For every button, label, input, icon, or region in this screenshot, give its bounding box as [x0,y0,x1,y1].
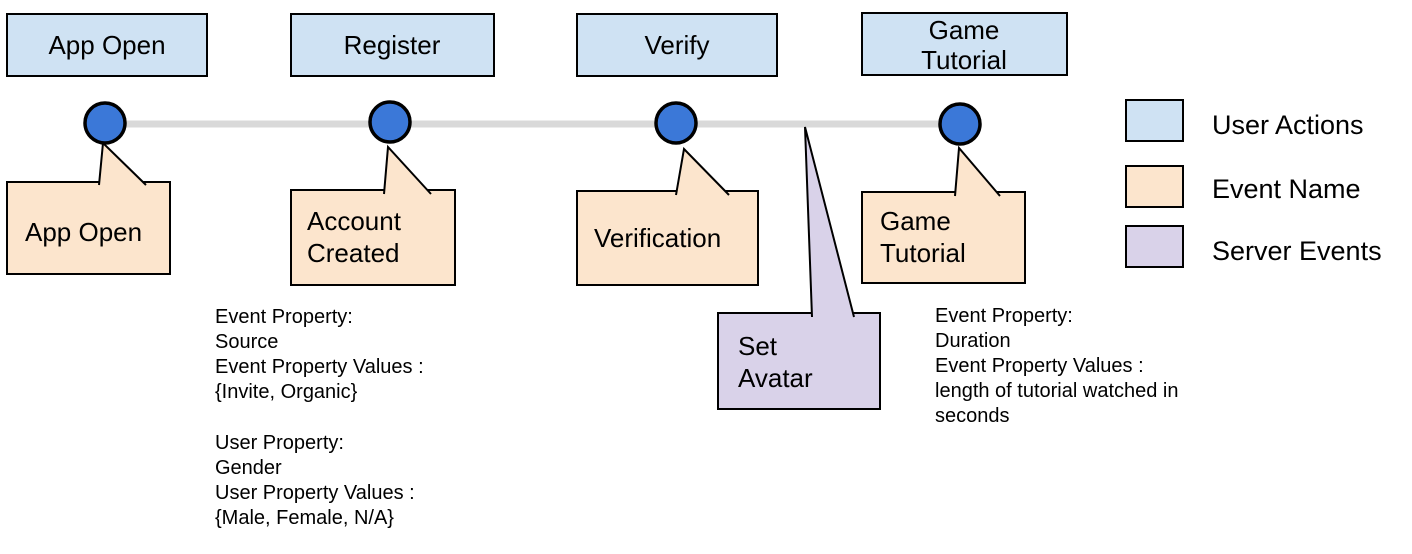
callout-tail-game-tutorial [954,145,1001,197]
legend-label-event-name: Event Name [1212,174,1361,204]
event-label-app-open: App Open [25,217,142,247]
server-event-box-set-avatar [717,312,881,410]
legend-label-user-actions: User Actions [1212,110,1364,140]
server-event-label-set: Set [738,331,778,361]
register-event-values-label: Event Property Values : [215,356,424,378]
register-annotation: Event Property: Source Event Property Va… [215,306,424,529]
event-label-tutorial: Tutorial [880,238,966,268]
user-action-label-register: Register [344,30,441,60]
event-callout-box-game-tutorial [861,191,1026,284]
user-action-box-verify [576,13,778,77]
user-action-box-game-tutorial [861,12,1068,76]
game-event-values-label: Event Property Values : [935,355,1144,377]
game-event-property-label: Event Property: [935,305,1073,327]
user-action-label-verify: Verify [644,30,709,60]
game-event-values-line1: length of tutorial watched in [935,380,1179,402]
register-event-values: {Invite, Organic} [215,381,358,403]
event-callout-box-app-open [6,181,171,275]
register-event-property-label: Event Property: [215,306,353,328]
game-event-values-line2: seconds [935,405,1010,427]
user-action-box-app-open [6,13,208,77]
event-callout-box-verification [576,190,759,286]
register-user-values: {Male, Female, N/A} [215,507,394,529]
timeline-node-game-tutorial [938,102,982,146]
callout-tail-set-avatar [804,126,855,318]
register-user-property-value: Gender [215,457,282,479]
legend-swatch-event-name [1125,165,1184,208]
register-event-property-value: Source [215,331,278,353]
callout-tail-account-created [383,144,432,195]
game-event-property-value: Duration [935,330,1011,352]
legend-swatch-user-actions [1125,99,1184,142]
user-action-box-register [290,13,495,77]
timeline-node-app-open [83,101,127,145]
timeline-node-verify [654,101,698,145]
event-label-created: Created [307,238,400,268]
user-action-label-game: Game [929,15,1000,45]
game-tutorial-annotation: Event Property: Duration Event Property … [935,305,1179,427]
callout-tail-verification [675,146,730,196]
legend-label-server-events: Server Events [1212,236,1382,266]
event-callout-box-account-created [290,189,456,286]
callout-tail-app-open [98,140,147,186]
user-action-label-tutorial: Tutorial [921,45,1007,75]
event-label-game: Game [880,206,951,236]
event-label-account: Account [307,206,402,236]
legend-swatch-server-events [1125,225,1184,268]
register-user-property-label: User Property: [215,432,344,454]
user-action-label-app-open: App Open [48,30,165,60]
event-label-verification: Verification [594,223,721,253]
timeline-node-register [368,100,412,144]
register-user-values-label: User Property Values : [215,482,415,504]
server-event-label-avatar: Avatar [738,363,813,393]
